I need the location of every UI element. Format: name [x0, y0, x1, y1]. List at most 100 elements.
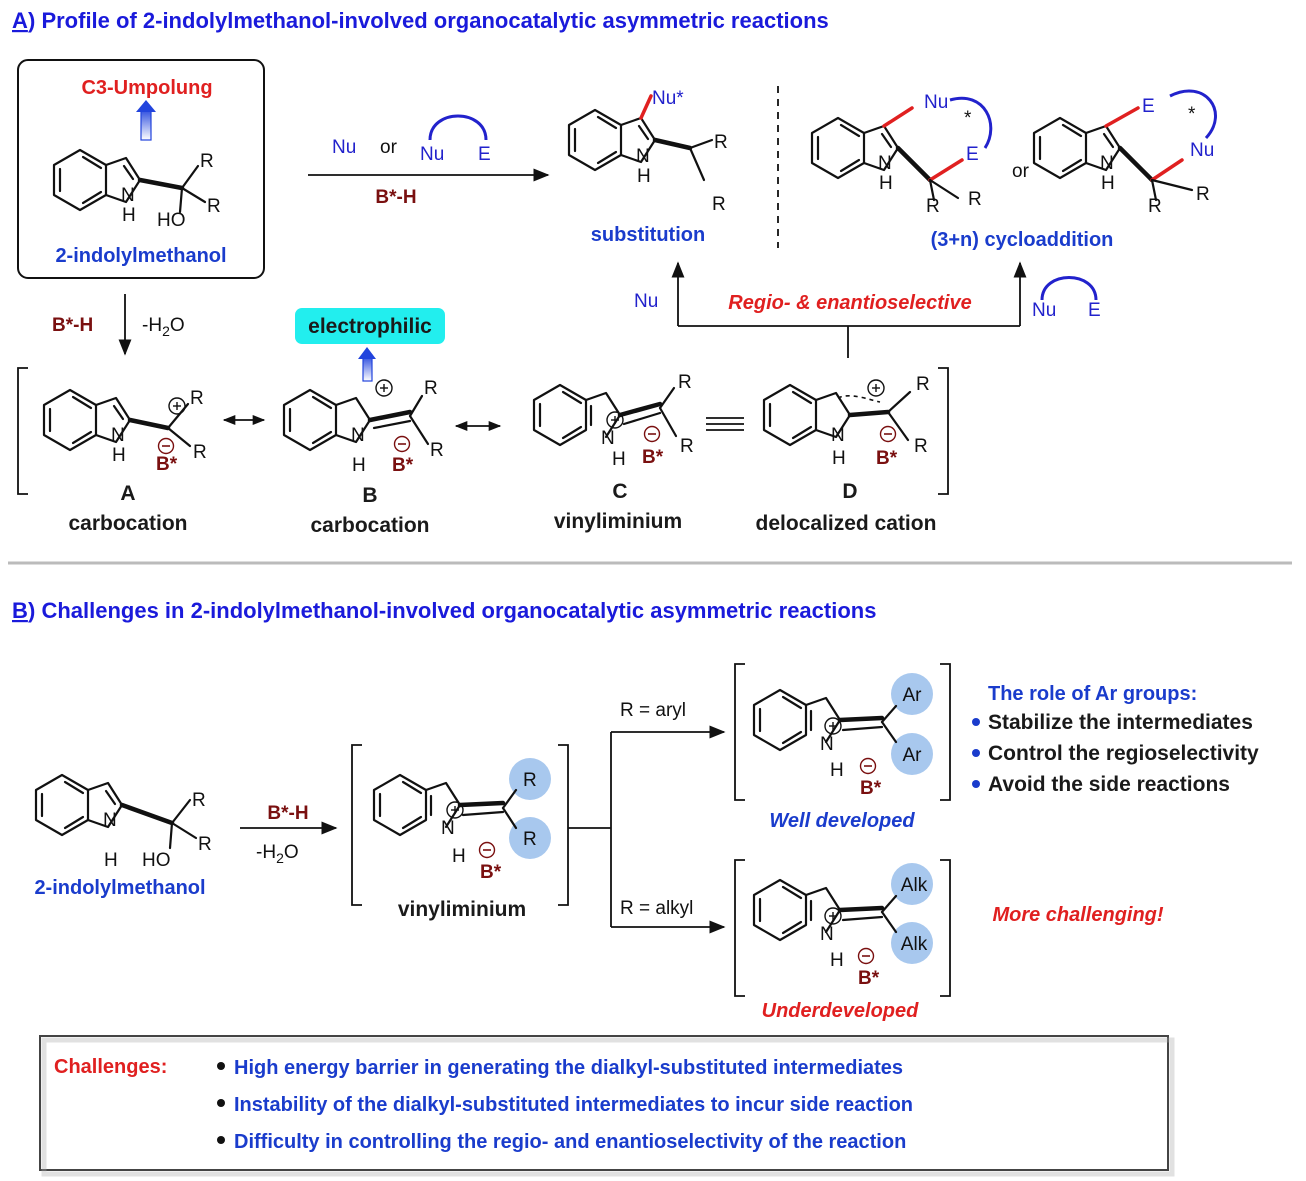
nu-label: Nu — [420, 144, 444, 165]
nu-e-arc — [428, 114, 488, 141]
challenge-item: High energy barrier in generating the di… — [234, 1057, 903, 1079]
challenge-item: Difficulty in controlling the regio- and… — [234, 1131, 906, 1153]
umpolung-arrow — [140, 107, 152, 141]
stereo-star: * — [1188, 104, 1196, 125]
cycloaddition-product-2 — [1032, 89, 1217, 202]
intermediate-d-name: delocalized cation — [756, 512, 937, 535]
r-label: R — [523, 829, 537, 850]
r-label: R — [916, 374, 930, 395]
nh-h-label: H — [830, 760, 844, 781]
more-challenging-label: More challenging! — [992, 904, 1163, 926]
nu-label: Nu — [924, 92, 948, 113]
nh-h-label: H — [830, 950, 844, 971]
nh-h-label: H — [104, 850, 118, 871]
intermediate-a-letter: A — [120, 482, 135, 505]
ar-label: Ar — [903, 745, 923, 766]
or-label: or — [1012, 161, 1030, 182]
e-label: E — [1088, 300, 1101, 321]
nh-h-label: H — [352, 455, 366, 476]
intermediate-b — [282, 379, 430, 453]
regio-label: Regio- & enantioselective — [728, 292, 971, 314]
start-name: 2-indolylmethanol — [55, 245, 226, 267]
bracket-left — [734, 663, 745, 801]
bracket-right — [938, 367, 949, 495]
counterion-label: B* — [860, 778, 882, 799]
nh-label: N — [1100, 153, 1114, 174]
vinyliminium-b — [372, 773, 518, 859]
nh-h-label: H — [122, 205, 136, 226]
r-label: R — [198, 834, 212, 855]
underdeveloped-label: Underdeveloped — [762, 1000, 919, 1022]
counterion-label: B* — [858, 968, 880, 989]
counterion-label: B* — [156, 454, 178, 475]
nh-label: N — [351, 425, 365, 446]
section-b-title: ) Challenges in 2-indolylmethanol-involv… — [28, 598, 876, 623]
e-label: E — [1142, 96, 1155, 117]
umpolung-arrow-head — [136, 100, 156, 112]
r-highlight-circle — [509, 758, 551, 800]
vinyliminium-label: vinyliminium — [398, 898, 526, 921]
equivalence-sign — [706, 417, 744, 431]
bullet — [217, 1136, 225, 1144]
cycloaddition-label: (3+n) cycloaddition — [931, 229, 1114, 251]
r-label: R — [430, 440, 444, 461]
nh-h-label: H — [112, 445, 126, 466]
nu-label: Nu — [1190, 140, 1214, 161]
bracket-left — [351, 744, 362, 906]
stereo-star: * — [964, 108, 972, 129]
nh-label: N — [878, 153, 892, 174]
nh-label: N — [820, 924, 834, 945]
electrophilic-arrow-head — [358, 347, 376, 359]
alk-label: Alk — [901, 875, 928, 896]
intermediate-d — [762, 379, 912, 447]
bullet — [972, 718, 980, 726]
intermediate-d-letter: D — [842, 480, 857, 503]
intermediate-a — [42, 388, 192, 455]
substitution-product — [567, 94, 714, 182]
minus-water-label: -H2O — [142, 315, 185, 339]
e-label: E — [478, 144, 491, 165]
bracket-left — [17, 367, 28, 495]
nh-label: N — [121, 185, 135, 206]
minus-water-label-b: -H2O — [256, 842, 299, 866]
nu-e-arc — [1040, 276, 1098, 301]
bullet — [217, 1099, 225, 1107]
nh-label: N — [820, 734, 834, 755]
section-a-title: ) Profile of 2-indolylmethanol-involved … — [28, 8, 829, 33]
r-label: R — [424, 378, 438, 399]
alk-highlight-circle — [891, 863, 933, 905]
challenges-box-shadow — [41, 1037, 1175, 1177]
section-b-letter: B — [12, 598, 28, 623]
nh-label: N — [441, 818, 455, 839]
alk-highlight-circle — [891, 922, 933, 964]
role-item: Stabilize the intermediates — [988, 711, 1253, 734]
nh-label: N — [111, 425, 125, 446]
ho-label: HO — [142, 850, 171, 871]
alkyl-intermediate — [752, 878, 898, 965]
nh-h-label: H — [637, 166, 651, 187]
intermediate-b-name: carbocation — [310, 514, 429, 537]
nh-label: N — [601, 428, 615, 449]
ar-highlight-circle — [891, 733, 933, 775]
r-aryl-label: R = aryl — [620, 700, 686, 721]
e-label: E — [966, 144, 979, 165]
intermediate-b-letter: B — [362, 484, 377, 507]
cycloaddition-product-1 — [810, 96, 993, 202]
intermediate-c — [532, 383, 678, 447]
counterion-label: B* — [642, 447, 664, 468]
nu-label: Nu — [332, 137, 356, 158]
r-label: R — [914, 436, 928, 457]
bracket-right — [940, 663, 951, 801]
nh-h-label: H — [612, 449, 626, 470]
challenges-label: Challenges: — [54, 1056, 167, 1078]
challenge-item: Instability of the dialkyl-substituted i… — [234, 1094, 913, 1116]
alk-label: Alk — [901, 934, 928, 955]
well-developed-label: Well developed — [769, 810, 915, 832]
counterion-label: B* — [480, 862, 502, 883]
r-label: R — [192, 790, 206, 811]
r-alkyl-label: R = alkyl — [620, 898, 693, 919]
electrophilic-badge — [295, 308, 445, 344]
nh-label: N — [103, 810, 117, 831]
reagent-label: B*-H — [52, 315, 93, 336]
